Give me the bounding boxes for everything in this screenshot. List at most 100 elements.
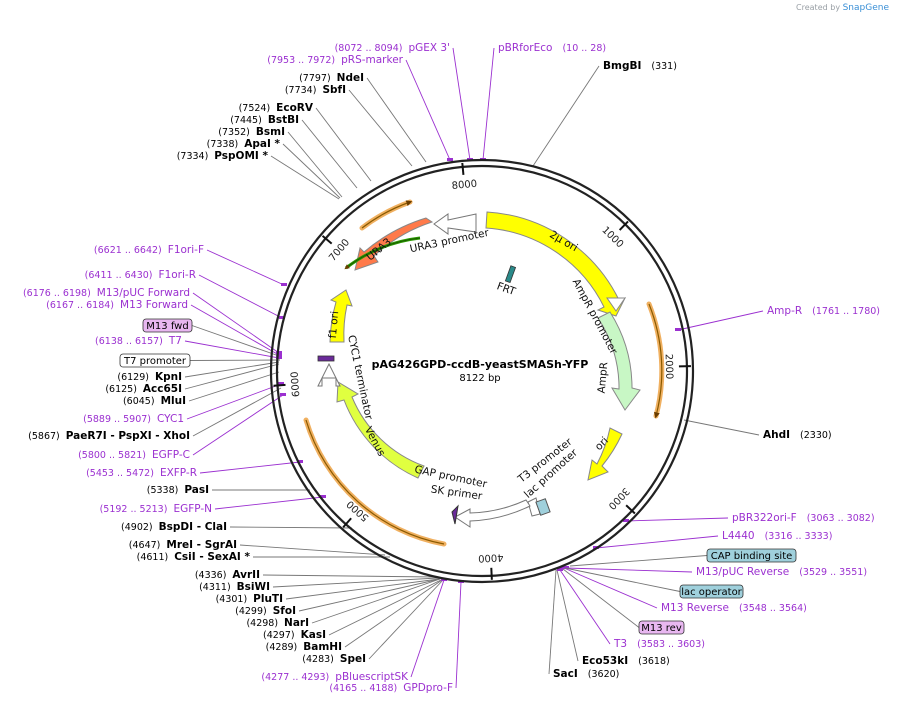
feature-label-egfp-c[interactable]: (5800 .. 5821)EGFP-C — [78, 449, 190, 461]
feature-mark-m13-puc-forward — [276, 351, 282, 354]
site-label-bsmi[interactable]: (7352)BsmI — [218, 126, 285, 138]
site-label-acc65i[interactable]: (6125)Acc65I — [105, 383, 182, 395]
box-text: lac operator — [681, 587, 742, 598]
site-label-pasi[interactable]: (5338)PasI — [147, 484, 209, 496]
leader-ndei — [366, 77, 427, 163]
feature-label-pbr322ori-f[interactable]: pBR322ori-F(3063 .. 3082) — [732, 512, 875, 524]
feature-label-pbluescriptsk[interactable]: (4277 .. 4293)pBluescriptSK — [261, 671, 409, 683]
feature-mark-t3 — [557, 568, 563, 571]
label-position: (7352) — [218, 127, 250, 138]
tick-3000 — [625, 504, 636, 515]
site-label-eco53ki[interactable]: Eco53kI(3618) — [582, 655, 670, 667]
site-label-pluti[interactable]: (4301)PluTI — [216, 593, 283, 605]
box-label-t7-promoter[interactable]: T7 promoter — [119, 353, 191, 368]
site-label-spei[interactable]: (4283)SpeI — [302, 653, 366, 665]
site-label-bmgbi[interactable]: BmgBI(331) — [603, 60, 677, 72]
feature-label-amp-r[interactable]: Amp-R(1761 .. 1780) — [767, 305, 880, 317]
leader-eco53ki — [556, 569, 579, 662]
label-name: SfoI — [273, 605, 296, 617]
box-label-m13-rev[interactable]: M13 rev — [638, 620, 685, 635]
leader-acc65i — [184, 363, 280, 390]
box-label-m13-fwd[interactable]: M13 fwd — [142, 318, 193, 333]
feature-label-egfp-n[interactable]: (5192 .. 5213)EGFP-N — [100, 503, 212, 515]
feature-label-exfp-r[interactable]: (5453 .. 5472)EXFP-R — [86, 467, 197, 479]
feature-label-pgex-3[interactable]: (8072 .. 8094)pGEX 3' — [335, 42, 450, 54]
site-label-pspomi[interactable]: (7334)PspOMI * — [177, 150, 269, 162]
site-label-avrii[interactable]: (4336)AvrII — [195, 569, 260, 581]
site-label-mrei-sgrai[interactable]: (4647)MreI - SgrAI — [129, 539, 237, 551]
feature-label-gpdpro-f[interactable]: (4165 .. 4188)GPDpro-F — [329, 682, 453, 694]
leader-m13-reverse — [563, 567, 658, 609]
feature-label-m13-puc-reverse[interactable]: M13/pUC Reverse(3529 .. 3551) — [696, 566, 867, 578]
feature-label-m13-reverse[interactable]: M13 Reverse(3548 .. 3564) — [661, 602, 807, 614]
site-label-ndei[interactable]: (7797)NdeI — [299, 72, 364, 84]
leader-pbrforeco — [482, 47, 495, 161]
box-label-cap-binding-site[interactable]: CAP binding site — [706, 548, 797, 563]
label-position: (6411 .. 6430) — [85, 270, 153, 281]
site-label-paer7i-pspxi-xhoi[interactable]: (5867) PaeR7I - PspXI - XhoI — [28, 430, 190, 442]
site-label-mlui[interactable]: (6045)MluI — [123, 395, 186, 407]
label-name: F1ori-R — [159, 269, 196, 281]
site-label-saci[interactable]: SacI(3620) — [553, 668, 619, 680]
feature-label-t7[interactable]: (6138 .. 6157)T7 — [95, 335, 182, 347]
leader-saci — [548, 569, 557, 675]
ura3-promoter-arrow — [433, 213, 477, 235]
label-name: BmgBI — [603, 60, 641, 72]
feature-label-f1ori-f[interactable]: (6621 .. 6642)F1ori-F — [94, 244, 204, 256]
site-label-bamhi[interactable]: (4289)BamHI — [266, 641, 342, 653]
label-name: PaeR7I - PspXI - XhoI — [66, 430, 190, 442]
site-label-kasi[interactable]: (4297)KasI — [263, 629, 326, 641]
feature-mark-m13-reverse — [561, 566, 567, 569]
feature-label-cyc1[interactable]: (5889 .. 5907)CYC1 — [83, 413, 184, 425]
leader-pbluescriptsk — [410, 579, 445, 678]
feature-mark-f1ori-r — [279, 316, 285, 319]
site-label-csii-sexai[interactable]: (4611)CsiI - SexAI * — [137, 551, 251, 563]
orf-arcs — [303, 199, 665, 547]
label-name: AhdI — [763, 429, 790, 441]
site-label-bstbi[interactable]: (7445)BstBI — [230, 114, 299, 126]
label-name: BspDI - ClaI — [159, 521, 227, 533]
label-name: L4440 — [722, 530, 755, 542]
box-label-lac-operator[interactable]: lac operator — [679, 584, 744, 599]
label-position: (4289) — [266, 642, 298, 653]
feature-mark-cyc1 — [278, 382, 284, 385]
label-name: PluTI — [253, 593, 283, 605]
label-position: (7797) — [299, 73, 331, 84]
site-label-ecorv[interactable]: (7524)EcoRV — [239, 102, 314, 114]
label-position: (4336) — [195, 570, 227, 581]
site-label-bspdi-clai[interactable]: (4902)BspDI - ClaI — [121, 521, 227, 533]
label-position: (6125) — [105, 384, 137, 395]
label-position: (3618) — [638, 656, 670, 667]
feature-label-t3[interactable]: T3(3583 .. 3603) — [613, 638, 705, 650]
label-name: ApaI * — [244, 138, 280, 150]
feature-mark-egfp-n — [320, 495, 326, 498]
leader-amp-r — [677, 310, 764, 331]
feature-label-m13-forward[interactable]: (6167 .. 6184)M13 Forward — [46, 299, 188, 311]
site-label-kpni[interactable]: (6129)KpnI — [117, 371, 182, 383]
site-label-bsiwi[interactable]: (4311)BsiWI — [199, 581, 270, 593]
box-text: M13 rev — [641, 623, 682, 634]
feature-label-l4440[interactable]: L4440(3316 .. 3333) — [722, 530, 832, 542]
label-position: (7334) — [177, 151, 209, 162]
feature-label-f1ori-r[interactable]: (6411 .. 6430) F1ori-R — [85, 269, 196, 281]
label-name: pRS-marker — [341, 54, 404, 66]
feature-arrows — [317, 211, 641, 528]
leader-sfoi — [298, 578, 441, 612]
label-position: (3620) — [588, 669, 620, 680]
site-label-ahdi[interactable]: AhdI(2330) — [763, 429, 832, 441]
label-position: (5867) — [28, 431, 60, 442]
feature-label-pbrforeco[interactable]: pBRforEco(10 .. 28) — [498, 42, 606, 54]
label-position: (4311) — [199, 582, 231, 593]
leader-bmgbi — [532, 65, 600, 167]
site-label-sbfi[interactable]: (7734)SbfI — [285, 84, 346, 96]
label-position: (4299) — [235, 606, 267, 617]
site-label-nari[interactable]: (4298)NarI — [246, 617, 309, 629]
site-label-apai[interactable]: (7338)ApaI * — [207, 138, 281, 150]
ampr-promoter-arrow — [606, 297, 626, 312]
site-label-sfoi[interactable]: (4299) SfoI — [235, 605, 296, 617]
feature-label-prs-marker[interactable]: (7953 .. 7972)pRS-marker — [267, 54, 403, 66]
label-name: F1ori-F — [168, 244, 204, 256]
leader-pspomi — [270, 155, 340, 200]
feature-label-m13-puc-forward[interactable]: (6176 .. 6198)M13/pUC Forward — [23, 287, 190, 299]
leader-m13-puc-reverse — [565, 567, 693, 573]
